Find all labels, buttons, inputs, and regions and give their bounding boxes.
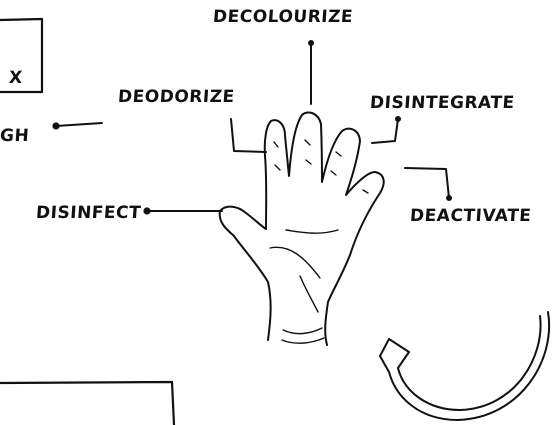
label-gh-fragment: GH [0,128,30,145]
label-deactivate: DEACTIVATE [409,208,532,225]
label-disintegrate: DISINTEGRATE [369,95,515,112]
curved-arrow-icon [380,312,549,420]
connector-deodorize [231,119,266,152]
connector-gh [53,123,102,129]
connector-disinfect [144,208,222,213]
connector-disintegrate [372,117,400,143]
hand-icon [220,112,384,345]
label-deodorize: DEODORIZE [117,89,235,106]
connector-deactivate [405,168,451,200]
bottom-left-box [0,382,174,425]
label-x-fragment: X [8,70,23,87]
label-disinfect: DISINFECT [35,205,141,222]
label-decolourize: DECOLOURIZE [212,9,353,26]
connector-decolourize [309,41,313,104]
